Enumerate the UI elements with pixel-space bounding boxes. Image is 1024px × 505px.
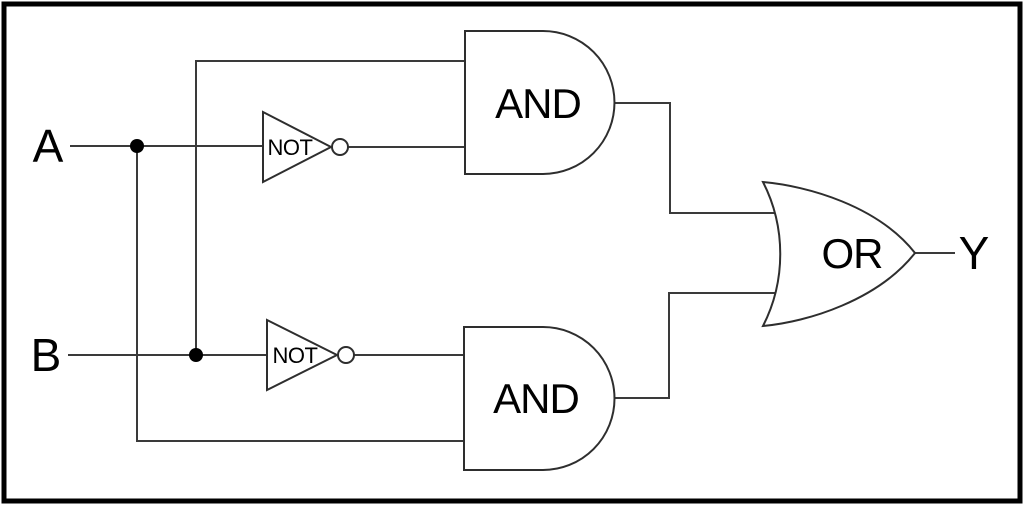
not-gate-top: NOT — [262, 110, 349, 184]
and-gate-bottom-body — [463, 326, 616, 471]
or-gate: OR — [761, 180, 917, 328]
not-gate-top-triangle — [262, 110, 334, 184]
not-gate-bottom-triangle — [266, 318, 340, 392]
and-gate-bottom-label: AND — [493, 375, 579, 422]
and-gate-bottom: AND — [463, 326, 616, 471]
wire-and-top-output — [613, 102, 788, 214]
output-y-label: Y — [959, 227, 990, 279]
and-gate-top: AND — [464, 30, 616, 175]
not-gate-bottom-bubble-icon — [337, 346, 355, 364]
and-gate-top-body — [464, 30, 616, 175]
or-gate-body — [761, 180, 917, 328]
not-gate-top-label: NOT — [268, 135, 313, 160]
not-gate-bottom-label: NOT — [273, 343, 318, 368]
input-b-label: B — [31, 329, 62, 381]
or-gate-label: OR — [822, 230, 883, 277]
junction-dot-b — [189, 348, 203, 362]
input-a-label: A — [33, 120, 64, 172]
not-gate-bottom: NOT — [266, 318, 355, 392]
wire-and-bottom-output — [613, 292, 788, 399]
wire-a-branch-to-and-bottom — [136, 146, 464, 442]
and-gate-top-label: AND — [495, 80, 581, 127]
not-gate-top-bubble-icon — [331, 138, 349, 156]
wire-b-branch-to-and-top — [195, 60, 465, 355]
junction-dot-a — [130, 139, 144, 153]
